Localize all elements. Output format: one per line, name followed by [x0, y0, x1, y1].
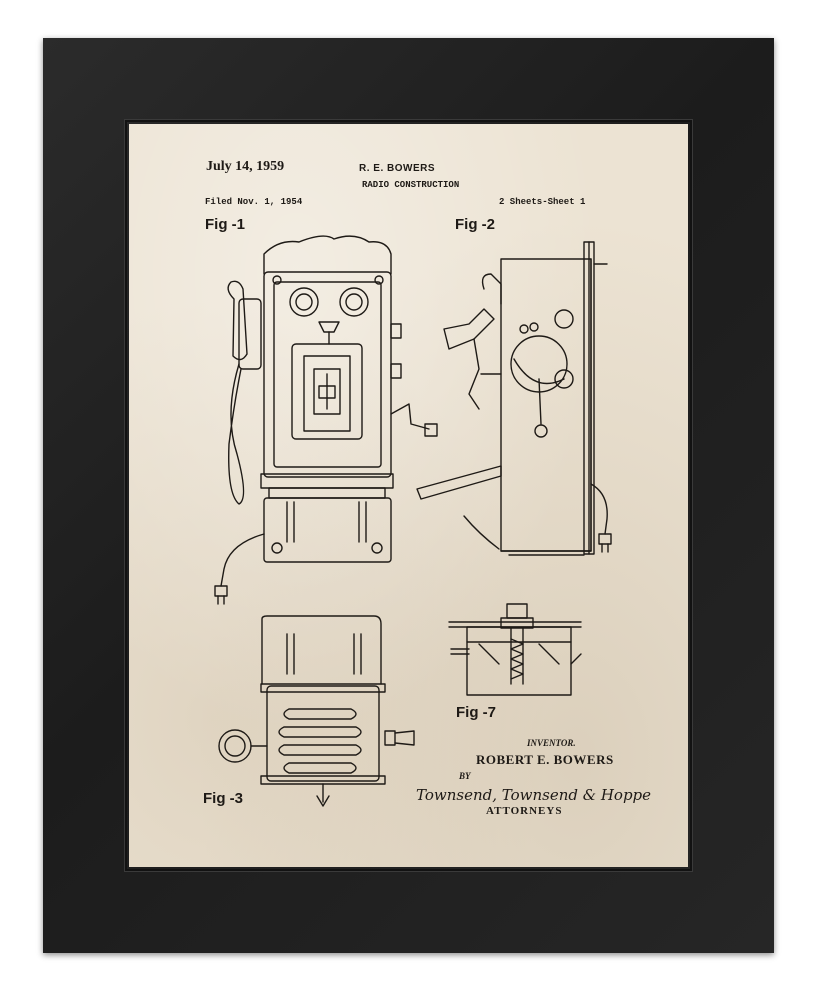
figure-1-drawing [215, 236, 437, 604]
inventor-signature: ROBERT E. BOWERS [476, 752, 614, 767]
inventor-header: R. E. BOWERS [359, 163, 436, 174]
inventor-label: INVENTOR. [527, 738, 576, 748]
figure-7-drawing [449, 604, 581, 695]
figure-7-label: Fig -7 [456, 704, 496, 721]
figure-2-label: Fig -2 [455, 216, 495, 233]
figure-1-label: Fig -1 [205, 216, 245, 233]
filed-date: Filed Nov. 1, 1954 [205, 197, 303, 207]
patent-drawings [129, 124, 688, 867]
sheet-count: 2 Sheets-Sheet 1 [499, 197, 586, 207]
by-label: BY [459, 771, 471, 781]
figure-3-drawing [219, 616, 414, 806]
attorneys-label: ATTORNEYS [486, 805, 563, 817]
figure-2-drawing [417, 242, 611, 555]
figure-3-label: Fig -3 [203, 790, 243, 807]
patent-date: July 14, 1959 [206, 159, 285, 174]
patent-title: RADIO CONSTRUCTION [362, 180, 460, 190]
attorney-signature: Townsend, Townsend & Hoppe [416, 786, 652, 804]
patent-print: July 14, 1959 R. E. BOWERS RADIO CONSTRU… [129, 124, 688, 867]
